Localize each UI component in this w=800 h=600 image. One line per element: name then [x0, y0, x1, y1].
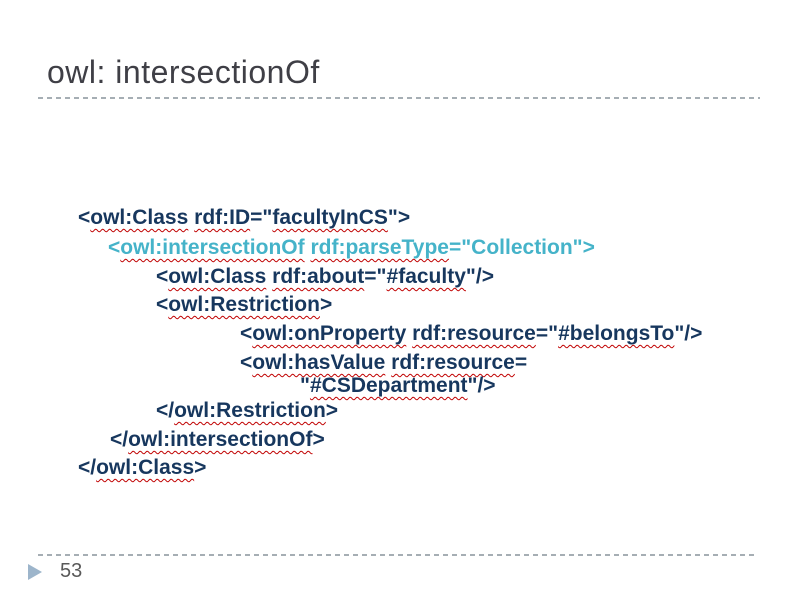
code-token: "/> [467, 374, 496, 397]
code-token: </ [110, 428, 129, 451]
code-token: < [78, 206, 91, 229]
slide-title: owl: intersectionOf [47, 54, 320, 90]
code-token-misspelled: rdf:resource [391, 351, 515, 374]
code-line: </owl:intersectionOf> [110, 428, 325, 452]
code-token: > [319, 293, 333, 316]
code-token-misspelled: #CSDepartment [309, 374, 468, 397]
code-line: <owl:Class rdf:about="#faculty"/> [156, 265, 494, 289]
code-token: =" [250, 206, 273, 229]
code-token-misspelled: owl:Restriction [174, 399, 326, 422]
code-token: < [240, 322, 253, 345]
code-token-misspelled: owl:intersectionOf [120, 236, 305, 259]
code-token-misspelled: rdf:resource [412, 322, 536, 345]
code-token: ="Collection"> [448, 236, 595, 259]
code-token: =" [364, 265, 387, 288]
footer-divider [38, 554, 758, 556]
code-token-misspelled: owl:hasValue [252, 351, 386, 374]
page-number: 53 [60, 560, 83, 582]
code-token: </ [78, 456, 97, 479]
code-token: =" [535, 322, 559, 345]
code-token-misspelled: rdf:parseType [310, 236, 449, 259]
code-line: <owl:Class rdf:ID="facultyInCS"> [78, 206, 410, 230]
code-line: <owl:intersectionOf rdf:parseType="Colle… [108, 236, 595, 260]
code-token-misspelled: owl:Restriction [168, 293, 320, 316]
code-token: > [312, 428, 325, 451]
code-line: </owl:Class> [78, 456, 206, 480]
title-divider [38, 97, 760, 99]
code-token-misspelled: owl:Class [168, 265, 267, 288]
code-token: < [156, 293, 169, 316]
code-token: < [156, 265, 169, 288]
code-token: </ [156, 399, 175, 422]
code-line: <owl:onProperty rdf:resource="#belongsTo… [240, 322, 702, 346]
code-token: "/> [674, 322, 703, 345]
code-token: < [240, 351, 253, 374]
code-token-misspelled: rdf:about [272, 265, 365, 288]
code-token-misspelled: owl:Class [90, 206, 189, 229]
code-token: "/> [465, 265, 494, 288]
code-line: "#CSDepartment"/> [300, 374, 496, 398]
code-token-misspelled: owl:onProperty [252, 322, 407, 345]
triangle-right-icon [28, 564, 42, 580]
code-token-misspelled: owl:Class [96, 456, 195, 479]
code-line: <owl:Restriction> [156, 293, 332, 317]
code-token-misspelled: rdf:ID [194, 206, 251, 229]
code-line: </owl:Restriction> [156, 399, 338, 423]
code-token: = [514, 351, 528, 374]
code-token-misspelled: #faculty [386, 265, 466, 288]
code-token: " [300, 374, 310, 397]
code-token: "> [387, 206, 411, 229]
code-token: > [194, 456, 207, 479]
code-token-misspelled: facultyInCS [272, 206, 388, 229]
code-token: < [108, 236, 121, 259]
code-token-misspelled: owl:intersectionOf [128, 428, 313, 451]
code-line: <owl:hasValue rdf:resource= [240, 351, 527, 375]
code-token-misspelled: #belongsTo [558, 322, 675, 345]
code-token: > [325, 399, 339, 422]
